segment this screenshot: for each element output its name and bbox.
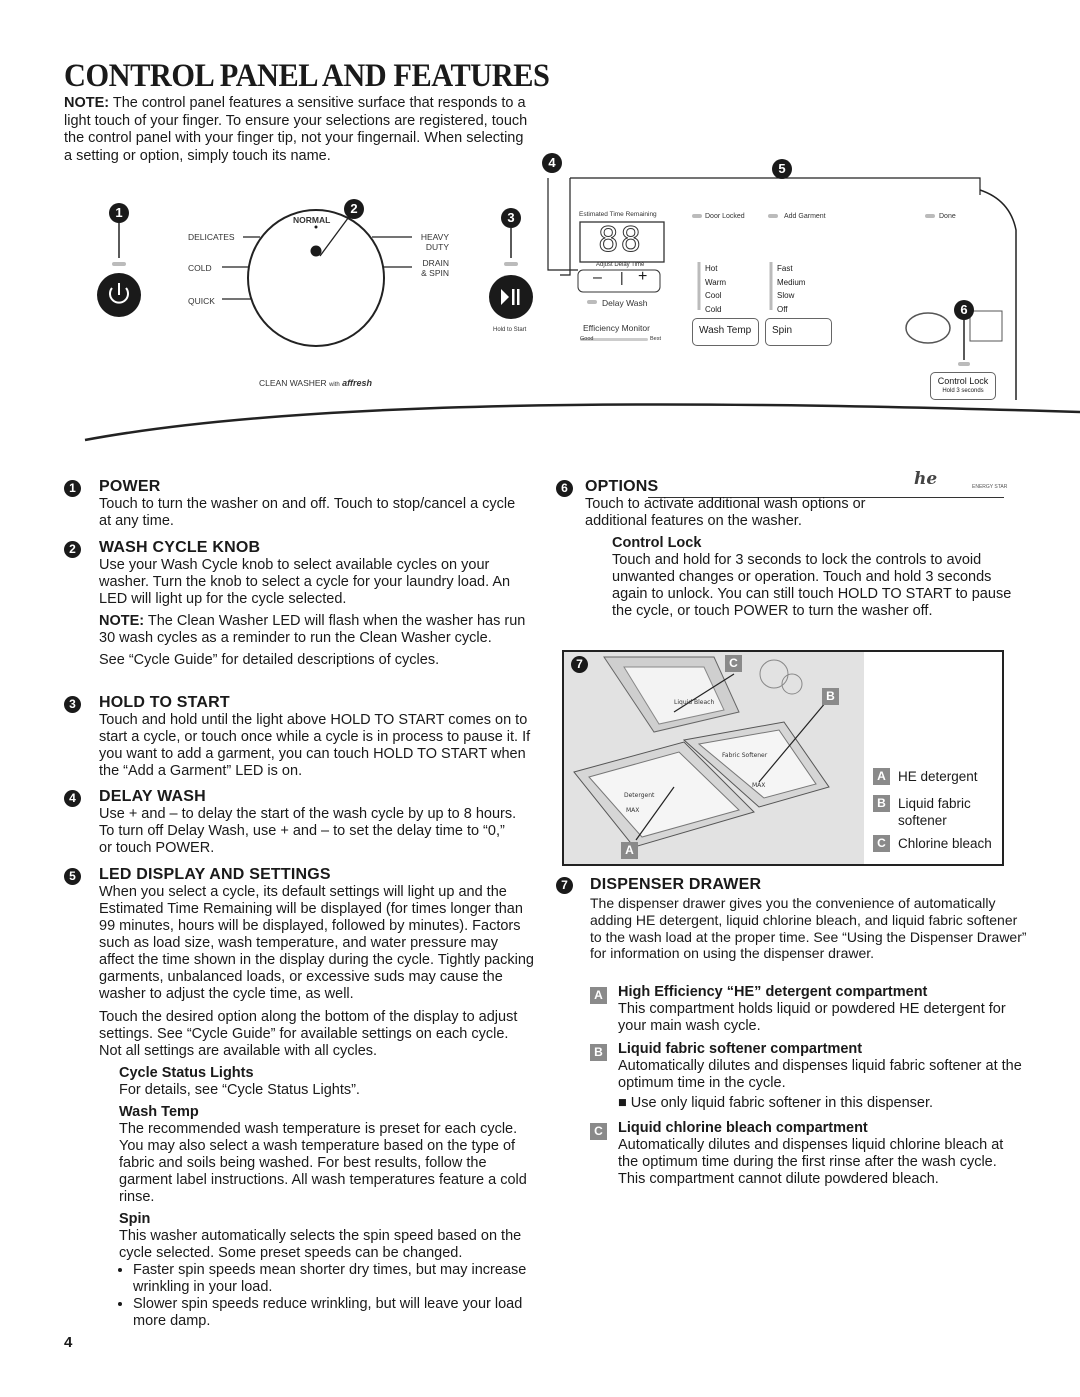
hold-to-start-label: Hold to Start (493, 327, 527, 333)
hold-heading: HOLD TO START (99, 694, 230, 711)
legend-b-letter: B (873, 795, 890, 812)
knob-normal-label[interactable]: NORMAL (293, 215, 331, 225)
delay-text: Use + and – to delay the start of the wa… (99, 806, 517, 856)
section-7-number: 7 (556, 877, 573, 894)
figure-label-a: A (621, 842, 638, 859)
options-heading: OPTIONS (585, 478, 659, 495)
callout-2: 2 (344, 199, 364, 219)
tray-detergent-label: Detergent (624, 792, 655, 799)
callout-5: 5 (772, 159, 792, 179)
knob-text: Use your Wash Cycle knob to select avail… (99, 557, 526, 668)
item-c-letter: C (590, 1123, 607, 1140)
delay-minus-button[interactable]: – (593, 269, 602, 286)
item-b-letter: B (590, 1044, 607, 1061)
figure-label-c: C (725, 655, 742, 672)
section-1-number: 1 (64, 480, 81, 497)
add-garment-light: Add Garment (784, 213, 826, 220)
he-logo: he (914, 469, 938, 489)
adjust-delay-label: Adjust Delay Time (596, 262, 645, 268)
tray-softener-max: MAX (752, 782, 765, 789)
efficiency-best-label: Best (650, 336, 662, 342)
control-lock-text: Control Lock Touch and hold for 3 second… (612, 535, 1012, 619)
page-title: CONTROL PANEL AND FEATURES (64, 58, 550, 94)
tray-softener-label: Fabric Softener (722, 752, 768, 759)
door-locked-light: Door Locked (705, 213, 745, 220)
dispenser-text: The dispenser drawer gives you the conve… (590, 895, 1027, 962)
spin-button[interactable]: Spin (765, 318, 832, 346)
callout-3: 3 (501, 208, 521, 228)
power-button[interactable] (105, 279, 133, 311)
knob-delicates-label[interactable]: DELICATES (188, 232, 235, 242)
knob-heavy-duty-label[interactable]: HEAVY DUTY (420, 232, 449, 252)
section-5-number: 5 (64, 868, 81, 885)
item-b-text: Liquid fabric softener compartment Autom… (618, 1041, 1022, 1111)
callout-6: 6 (954, 300, 974, 320)
hold-to-start-button[interactable] (489, 275, 533, 319)
figure-label-b: B (822, 688, 839, 705)
legend-a-text: HE detergent (898, 769, 978, 784)
knob-heading: WASH CYCLE KNOB (99, 539, 261, 556)
efficiency-good-label: Good (580, 336, 594, 342)
led-heading: LED DISPLAY AND SETTINGS (99, 866, 331, 883)
legend-a-letter: A (873, 768, 890, 785)
power-text: Touch to turn the washer on and off. Tou… (99, 496, 516, 529)
done-light: Done (939, 213, 956, 220)
section-3-number: 3 (64, 696, 81, 713)
hold-text: Touch and hold until the light above HOL… (99, 712, 531, 779)
dispenser-drawer-figure: Detergent MAX Fabric Softener MAX Liquid… (562, 650, 1004, 866)
knob-quick-label[interactable]: QUICK (188, 296, 215, 306)
knob-drain-spin-label[interactable]: DRAIN & SPIN (421, 258, 449, 278)
energy-star-logo: ENERGY STAR (972, 484, 1008, 490)
delay-wash-button[interactable]: Delay Wash (602, 298, 648, 308)
knob-cold-label[interactable]: COLD (188, 263, 212, 273)
power-heading: POWER (99, 478, 161, 495)
tray-bleach-label: Liquid Bleach (674, 699, 714, 706)
delay-plus-button[interactable]: + (638, 268, 648, 285)
legend-c-letter: C (873, 835, 890, 852)
item-a-text: High Efficiency “HE” detergent compartme… (618, 984, 1006, 1034)
section-2-number: 2 (64, 541, 81, 558)
control-panel-illustration (84, 177, 1080, 442)
legend-b-text: Liquid fabric softener (898, 796, 971, 828)
dispenser-heading: DISPENSER DRAWER (590, 876, 762, 893)
dispenser-drawer-illustration: Detergent MAX Fabric Softener MAX Liquid… (564, 652, 864, 864)
callout-4: 4 (542, 153, 562, 173)
page-number: 4 (64, 1334, 73, 1351)
led-text: When you select a cycle, its default set… (99, 884, 535, 1330)
item-a-letter: A (590, 987, 607, 1004)
efficiency-monitor-label: Efficiency Monitor (583, 323, 650, 333)
led-digits: 88 (598, 220, 643, 261)
delay-heading: DELAY WASH (99, 788, 206, 805)
clean-washer-label[interactable]: CLEAN WASHER with affresh (259, 378, 372, 388)
est-time-label: Estimated Time Remaining (579, 211, 657, 218)
figure-7-number: 7 (571, 656, 588, 673)
wash-temp-button[interactable]: Wash Temp (692, 318, 759, 346)
section-4-number: 4 (64, 790, 81, 807)
callout-1: 1 (109, 203, 129, 223)
options-text: Touch to activate additional wash option… (585, 496, 866, 529)
intro-note: NOTE: The control panel features a sensi… (64, 95, 528, 164)
tray-detergent-max: MAX (626, 807, 639, 814)
legend-c-text: Chlorine bleach (898, 836, 992, 851)
section-6-number: 6 (556, 480, 573, 497)
item-c-text: Liquid chlorine bleach compartment Autom… (618, 1120, 1004, 1187)
